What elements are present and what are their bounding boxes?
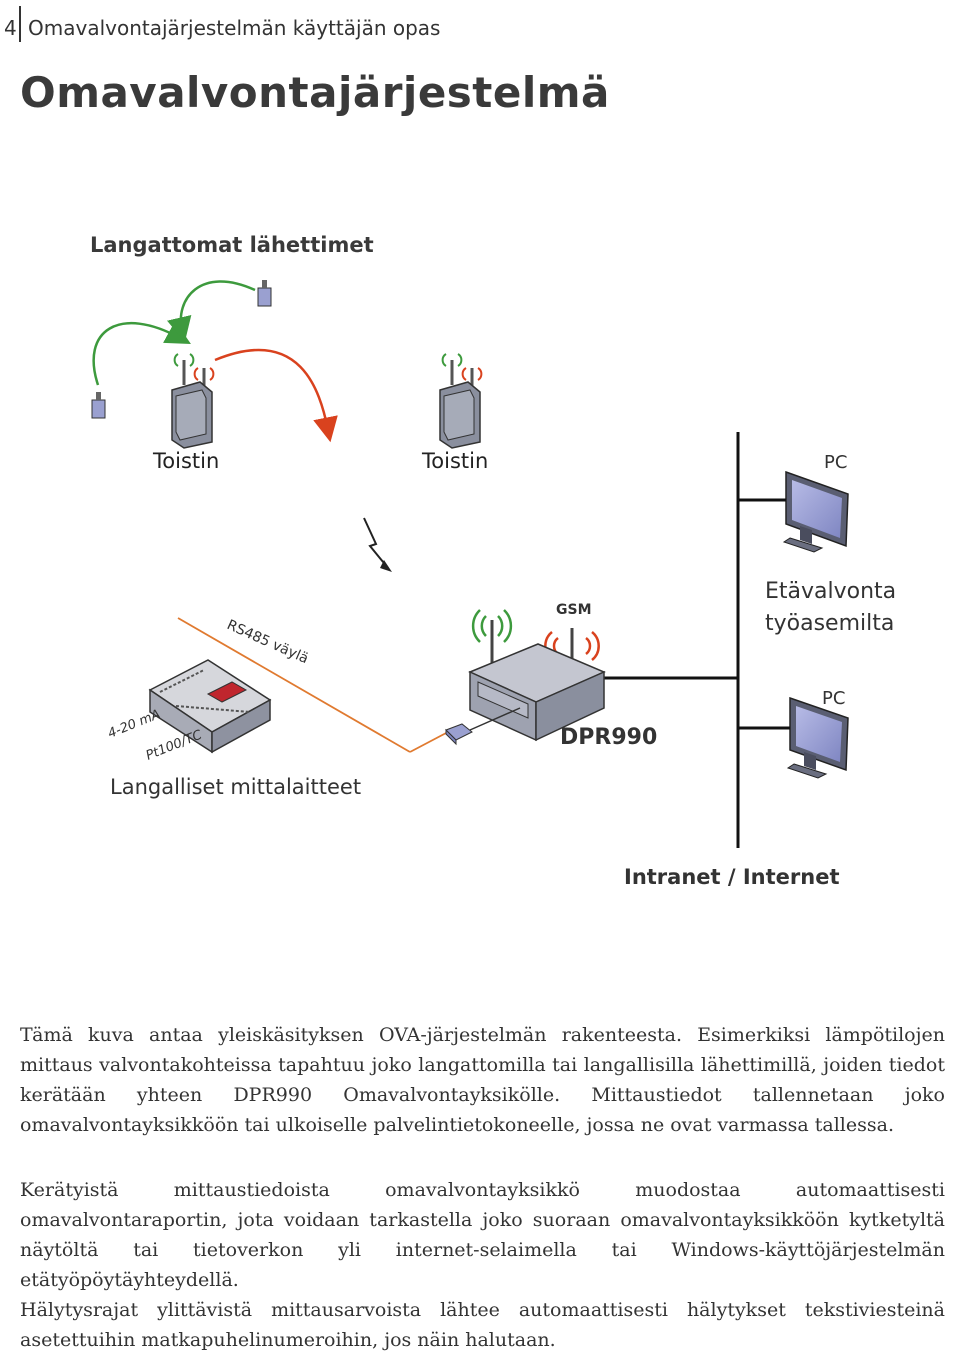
radio-link-icon [363,517,389,569]
dpr990-label: DPR990 [560,725,657,750]
pc-bottom-label: PC [822,688,845,709]
remote-label-line2: työasemilta [765,611,894,636]
wireless-transmitters-label: Langattomat lähettimet [90,233,374,257]
repeater-icon [439,353,483,449]
monitor-icon [782,470,849,553]
header-divider [19,6,21,42]
page-title: Omavalvontajärjestelmä [20,68,610,117]
input-label-pt100: Pt100/TC [144,727,205,763]
wireless-link-arrow [166,280,256,343]
repeater-1-label: Toistin [152,449,219,473]
network-label: Intranet / Internet [624,865,840,889]
repeater-icon [171,353,215,449]
remote-label-line1: Etävalvonta [765,579,896,604]
paragraph-2: Kerätyistä mittaustiedoista omavalvontay… [20,1179,945,1291]
dpr990-unit-icon [468,643,606,742]
input-label-ma: 4-20 mA [106,707,163,742]
wired-measurement-device-icon [148,659,272,754]
wired-devices-label: Langalliset mittalaitteet [110,775,361,799]
wireless-link-arrow [92,321,191,386]
bus-connector-icon [445,723,473,746]
antenna-signal-icon [471,609,513,668]
system-diagram: Langattomat lähettimet Toistin Toistin P… [90,233,896,889]
monitor-icon [786,696,849,779]
rs485-bus-line [177,617,411,753]
transmitter-icon [91,392,106,419]
pc-top-label: PC [824,452,847,473]
repeater-2-label: Toistin [421,449,488,473]
gsm-label: GSM [556,602,592,618]
transmitter-icon [257,280,272,307]
bus-label: RS485 väylä [224,617,310,667]
running-header: 4 Omavalvontajärjestelmän käyttäjän opas [0,6,960,42]
paragraph-3: Hälytysrajat ylittävistä mittausarvoista… [20,1299,945,1351]
wireless-link-arrow [214,348,338,443]
paragraph-1: Tämä kuva antaa yleiskäsityksen OVA-järj… [20,1024,945,1136]
page-number: 4 [4,16,17,40]
running-title: Omavalvontajärjestelmän käyttäjän opas [28,16,441,40]
